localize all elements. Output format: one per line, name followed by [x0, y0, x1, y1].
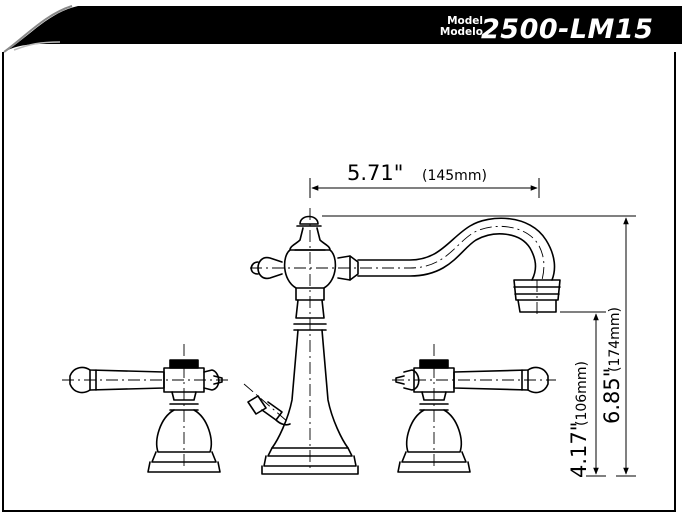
model-number: 2500-LM15 — [481, 14, 654, 45]
overall-height-inches: 6.85" — [600, 368, 624, 424]
reach-inches: 5.71" — [347, 161, 403, 185]
overall-height-mm: (174mm) — [607, 307, 623, 372]
right-handle — [395, 359, 549, 473]
spout-assembly — [247, 215, 561, 475]
model-label-es: Modelo — [439, 26, 483, 38]
reach-mm: (145mm) — [422, 168, 487, 184]
spout-height-inches: 4.17" — [567, 422, 591, 478]
left-handle — [69, 359, 223, 473]
drawing-frame — [2, 52, 676, 512]
model-labels: Model Modelo — [423, 16, 483, 38]
spout-height-mm: (106mm) — [574, 361, 590, 426]
header-banner — [3, 5, 682, 53]
model-label-en: Model — [447, 15, 483, 27]
